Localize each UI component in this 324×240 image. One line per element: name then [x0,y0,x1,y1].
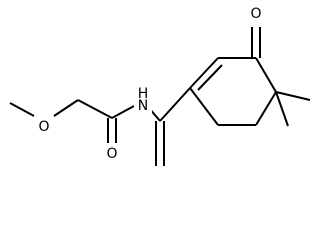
ketone-oxygen-label: O [250,6,261,22]
bond-methylene-to-ether-oxygen [53,99,79,117]
amide-nitrogen-label: N [138,98,148,114]
ring-bond-c6-c1 [189,87,219,126]
chemical-structure-diagram: O O N H O [9,6,311,166]
ring-bond-c4-c5 [255,91,277,126]
ring-double-bond-c1-c2-inner [197,64,223,91]
amide-nitrogen-label-background [134,91,152,121]
ring-bond-c3-c4 [255,57,277,93]
amide-hydrogen-label: H [138,86,149,102]
ether-oxygen-label-background [36,118,52,135]
molecule-canvas: O O N H O [9,6,311,166]
ether-oxygen-label: O [38,119,49,135]
bond-nitrogen-to-carbonyl-carbon [111,105,135,119]
ring-bond-c1-c2 [189,57,219,89]
amide-oxygen-label-background [104,145,120,163]
bond-carbonyl-to-methylene [77,99,113,119]
ketone-oxygen-label-background [249,6,264,23]
methyl-bond-lower-right [275,91,289,127]
bond-ether-oxygen-to-methyl [9,102,35,117]
methyl-bond-upper-right [275,91,311,101]
amide-oxygen-label: O [106,146,117,162]
bond-ring-to-vinyl-carbon [159,87,191,122]
